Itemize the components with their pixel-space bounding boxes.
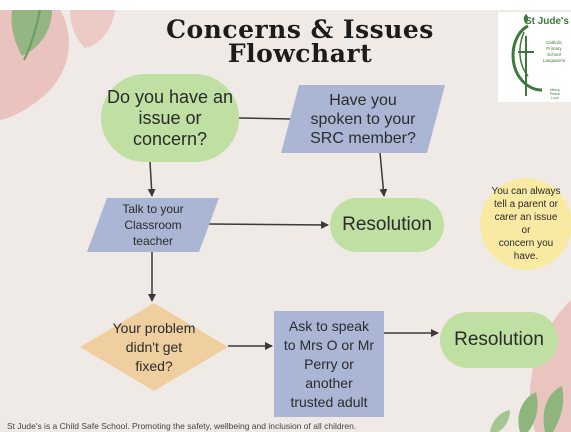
src-member-parallelogram: Have you spoken to your SRC member? [281, 85, 445, 153]
node-text: Resolution [454, 329, 544, 350]
node-text-line: spoken to your [310, 110, 416, 128]
node-text: You can always tell a parent or carer an… [490, 185, 562, 263]
resolution-oval-1: Resolution [330, 198, 444, 252]
node-text-line: Have you [329, 91, 397, 109]
node-text-line: Perry or [304, 355, 354, 372]
arrow-question-to-teacher [147, 161, 156, 197]
node-text-line: to Mrs O or Mr [283, 336, 375, 353]
node-text-line: SRC member? [310, 129, 416, 147]
title-line-2: Flowchart [227, 39, 373, 68]
node-text: Resolution [342, 214, 432, 235]
node-text-line: Ask to speak [288, 317, 370, 334]
start-question-oval: Do you have an issue or concern? [101, 74, 239, 162]
green-leaf-top-left [11, 10, 52, 56]
page-title: Concerns & Issues Flowchart [150, 15, 450, 68]
logo-emblem-icon [511, 14, 543, 96]
node-text-line: tell a parent or [494, 199, 558, 210]
node-text: Do you have an issue or concern? [107, 87, 233, 150]
green-leaf-bottom-right-2 [543, 386, 564, 432]
node-text-line: have. [513, 251, 539, 262]
logo-motto-line: Love [551, 96, 559, 100]
node-text-line: concern? [132, 128, 208, 149]
node-text-line: another [305, 374, 353, 391]
logo-sub-line: School [547, 52, 561, 57]
logo-school-name: St Jude's [524, 16, 569, 27]
node-text-line: Your problem [112, 319, 196, 336]
logo-subtitle: Catholic Primary School Langwarrin [538, 40, 570, 64]
green-leaf-bottom-right-3 [490, 410, 510, 432]
logo-sub-line: Primary [546, 46, 562, 51]
node-text-line: didn't get [125, 338, 183, 355]
node-text-line: Classroom [124, 218, 182, 232]
green-leaf-bottom-right-1 [518, 392, 538, 432]
node-text-line: trusted adult [290, 393, 368, 410]
node-text-line: concern you [498, 238, 554, 249]
pink-leaf-top-left-2 [70, 10, 115, 48]
logo-motto: Mercy Peace Love [546, 88, 564, 100]
trusted-adult-rectangle: Ask to speak to Mrs O or Mr Perry or ano… [274, 311, 384, 417]
school-logo: St Jude's Catholic Primary School Langwa… [498, 12, 571, 102]
node-text-line: issue or [138, 107, 202, 128]
classroom-teacher-parallelogram: Talk to your Classroom teacher [87, 198, 219, 252]
footer-statement: St Jude's is a Child Safe School. Promot… [7, 421, 357, 431]
node-text: Have you spoken to your SRC member? [310, 91, 416, 148]
logo-motto-line: Peace [550, 92, 560, 96]
node-text-line: teacher [132, 234, 173, 248]
green-stem-top-left [23, 9, 41, 61]
node-text-line: Talk to your [122, 202, 184, 216]
arrow-teacher-to-resolution [208, 220, 329, 229]
logo-sub-line: Catholic [545, 40, 563, 45]
parent-note-circle: You can always tell a parent or carer an… [480, 178, 571, 270]
node-text-line: carer an issue or [494, 212, 558, 236]
logo-motto-line: Mercy [550, 88, 560, 92]
top-band [0, 0, 571, 10]
node-text: Your problem didn't get fixed? [113, 319, 196, 376]
node-text: Ask to speak to Mrs O or Mr Perry or ano… [284, 317, 374, 412]
node-text-line: You can always [491, 186, 561, 197]
node-text-line: Do you have an [106, 86, 234, 107]
arrow-src-to-resolution [379, 152, 388, 197]
logo-sub-line: Langwarrin [542, 58, 566, 63]
title-line-1: Concerns & Issues [166, 15, 434, 44]
node-text: Talk to your Classroom teacher [122, 201, 183, 249]
not-fixed-diamond: Your problem didn't get fixed? [80, 303, 228, 391]
node-text-line: fixed? [135, 357, 173, 374]
resolution-oval-2: Resolution [440, 312, 558, 368]
